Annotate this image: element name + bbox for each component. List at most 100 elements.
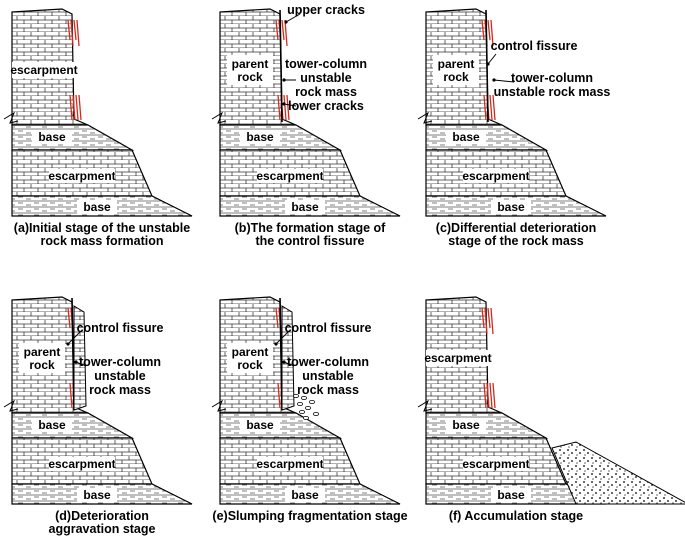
base2-label-box [491,488,531,502]
upper-label-box [227,343,273,373]
base1-label: base [246,130,274,144]
crack-line [490,19,494,47]
callout-rock-mass: rock mass [297,383,359,397]
callout-arrow [67,331,81,345]
lower-label-box [257,169,323,183]
base1-label: base [38,130,66,144]
crack-line [484,307,488,335]
lower-label: escarpment [256,457,323,471]
callout-arrow-head [66,342,70,346]
crack-line [492,94,496,121]
base1-label-box [32,418,72,432]
break-symbol [211,399,227,412]
callout-arrow-head [486,62,490,66]
base1-label: base [38,418,66,432]
lower-label: escarpment [462,457,529,471]
panel-f: escarpment base escarpment base (f) Accumula… [417,296,685,523]
crack-line [277,94,281,121]
crack-line [281,19,285,41]
panel-caption-line2: the control fissure [255,234,364,248]
upper-label-line1: parent [438,57,475,71]
callout-arrow [493,79,515,83]
callout-arrow-head [282,360,286,364]
callout-arrow [285,13,301,23]
callout-tower-column: tower-column [511,71,593,85]
base1-label: base [452,418,480,432]
crack-line [277,382,281,409]
control-fissure-line [279,9,283,123]
crack-line [483,94,487,121]
callout-arrow [487,53,497,65]
callout-arrow [75,361,87,367]
base2-label: base [497,488,525,502]
base2-label-box [77,200,117,214]
panel-caption-line2: stage of the rock mass [448,234,584,248]
callout-unstable: unstable [300,71,351,85]
tower-column-block [281,305,295,411]
upper-label-line2: rock [237,70,263,84]
callout-arrow [283,103,297,107]
upper-label-box [433,55,479,85]
base1-label-box [446,418,486,432]
base2-label: base [291,488,319,502]
crack-line [286,94,290,121]
panel-caption-line1: (f) Accumulation stage [449,509,583,523]
crack-line [275,19,279,41]
crack-line [69,382,73,409]
panel-caption-line2: aggravation stage [49,522,156,536]
callout-control-fissure: control fissure [77,321,164,335]
fragment [305,406,312,411]
break-symbol [211,111,227,124]
control-fissure-line [485,9,489,123]
base1-label-box [240,130,280,144]
callout-unstable: unstable [302,369,353,383]
upper-label: escarpment [424,351,491,365]
fragment [297,402,304,407]
base1-label: base [452,130,480,144]
callout-arrow-head [74,360,78,364]
crack-line [487,19,491,41]
upper-label-line2: rock [29,358,55,372]
panel-caption-line2: rock mass formation [41,234,164,248]
crack-line [275,307,279,329]
upper-label-box [426,350,490,366]
upper-label-line2: rock [237,358,263,372]
callout-tower-column: tower-column [79,355,161,369]
base1-label-box [32,130,72,144]
upper-label-line1: parent [24,345,61,359]
panel-caption-line1: (c)Differential deterioration [436,221,596,235]
base2-label-box [285,488,325,502]
fragment [293,394,300,399]
break-symbol [3,399,19,412]
panel-caption-line1: (d)Deterioration [55,509,149,523]
crack-line [73,19,77,41]
base2-label: base [291,200,319,214]
panel-caption-line1: (b)The formation stage of [235,221,387,235]
upper-label-box [12,62,76,78]
callout-arrow-head [284,20,288,24]
panel-caption-line1: (a)Initial stage of the unstable [14,221,190,235]
upper-label-line1: parent [232,57,269,71]
tower-column-block [73,305,87,411]
break-symbol [417,111,433,124]
lower-label-box [257,457,323,471]
crack-line [483,382,487,409]
base2-label-box [491,200,531,214]
callout-tower-column: tower-column [285,57,367,71]
crack-line [67,307,71,329]
fragment [313,412,320,417]
callout-lower-cracks: lower cracks [288,99,364,113]
base2-label-box [77,488,117,502]
callout-unstable-rock-mass: unstable rock mass [494,85,611,99]
base1-label: base [246,418,274,432]
callout-arrow [283,361,295,367]
upper-label-line2: rock [443,70,469,84]
callout-rock-mass: rock mass [89,383,151,397]
callout-unstable: unstable [94,369,145,383]
panel-caption-line1: (e)Slumping fragmentation stage [212,509,407,523]
lower-label-box [49,169,115,183]
crack-line [78,94,82,121]
base2-label: base [83,488,111,502]
